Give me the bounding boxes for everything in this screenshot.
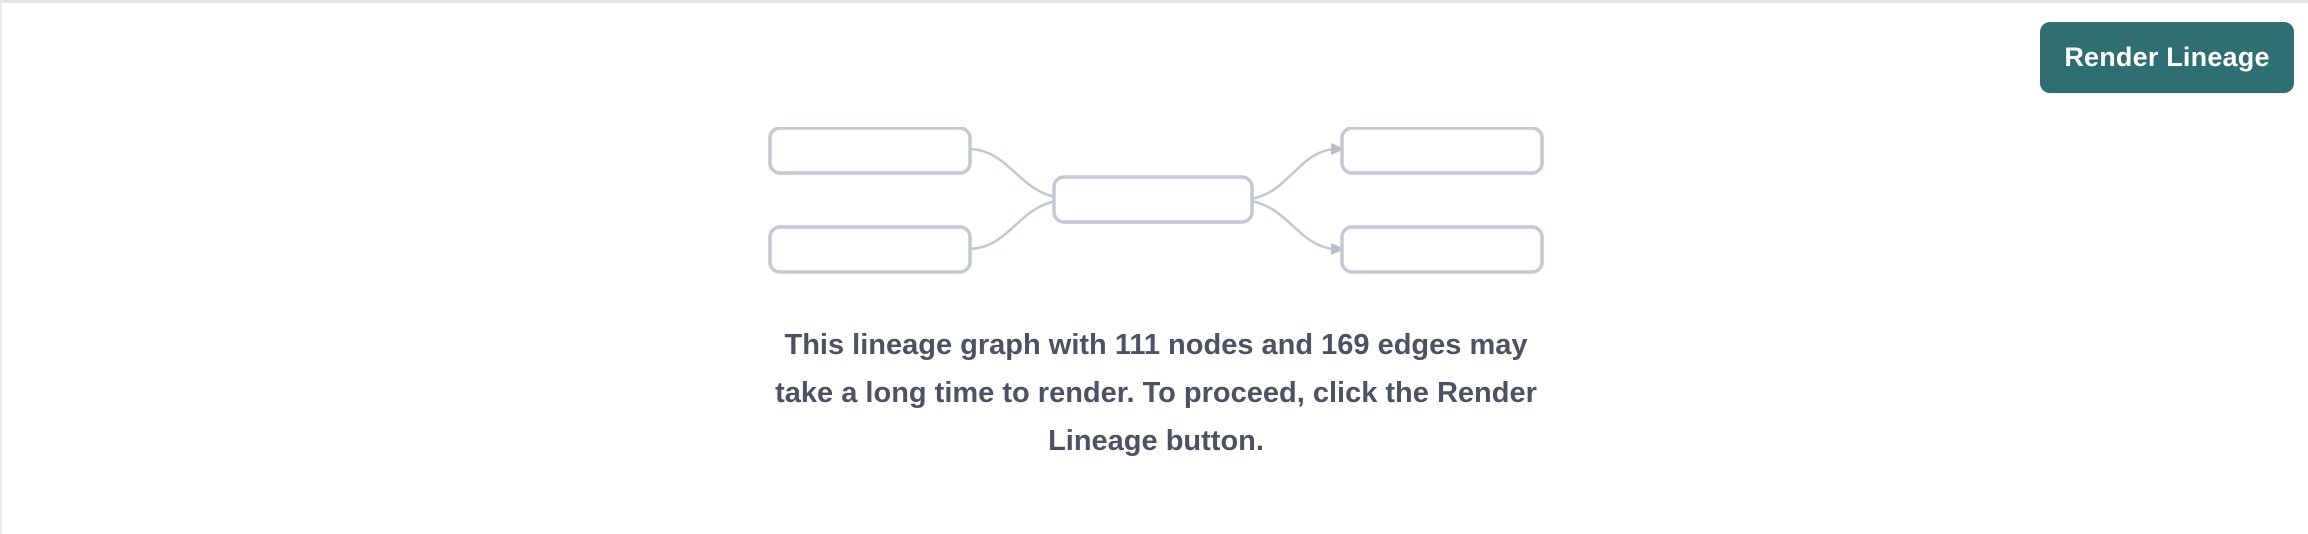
lineage-empty-state: This lineage graph with 111 nodes and 16…	[2, 3, 2308, 534]
arrowhead-into-target-2	[1331, 243, 1345, 255]
edge-center-1-to-target-1	[1250, 147, 1335, 201]
lineage-empty-message: This lineage graph with 111 nodes and 16…	[775, 329, 1537, 457]
placeholder-node-source-2	[768, 225, 972, 274]
placeholder-node-target-1	[1340, 127, 1544, 175]
render-lineage-button[interactable]: Render Lineage	[2040, 22, 2294, 93]
edge-center-1-to-target-2	[1250, 199, 1335, 251]
placeholder-node-center-1	[1052, 175, 1254, 224]
edge-source-2-to-center-1	[967, 199, 1057, 251]
placeholder-lineage-diagram	[768, 127, 1544, 274]
placeholder-node-target-2	[1340, 225, 1544, 274]
edge-source-1-to-center-1	[967, 147, 1057, 199]
placeholder-node-source-1	[768, 127, 972, 175]
arrowhead-into-target-1	[1331, 143, 1345, 155]
